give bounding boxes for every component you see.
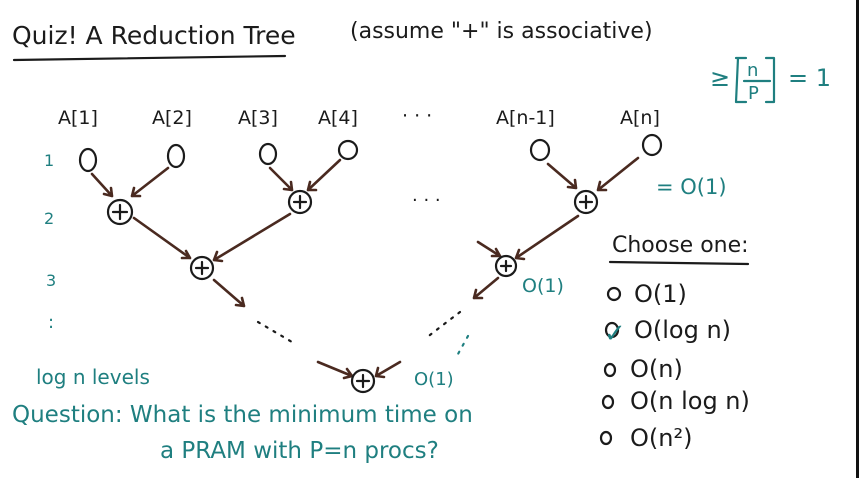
array-label-an: A[n] (620, 107, 660, 129)
plus-node-l2-1 (106, 198, 134, 226)
array-label-a2: A[2] (152, 107, 192, 129)
plus-node-l3-1 (189, 255, 215, 281)
choice-option-2[interactable]: ✓ O(log n) (604, 316, 731, 349)
array-label-a4: A[4] (318, 107, 358, 129)
level-label-dots: : (48, 312, 54, 333)
choice-label-1: O(1) (634, 280, 687, 308)
choice-label-2: O(log n) (634, 316, 731, 344)
choices-heading-underline (608, 260, 750, 266)
window-edge (856, 0, 859, 478)
leaf-node-2 (166, 143, 186, 169)
arrows-level1 (90, 156, 640, 198)
plus-node-root (350, 368, 376, 394)
plus-node-l2-2 (287, 189, 313, 215)
level-label-1: 1 (44, 151, 54, 170)
level2-ellipsis: · · · (412, 190, 441, 211)
level-label-2: 2 (44, 209, 54, 228)
plus-node-l3-2 (494, 254, 518, 278)
ceil-numerator: n (747, 60, 758, 81)
radio-button-5[interactable] (599, 430, 613, 446)
arrows-level2 (132, 212, 580, 263)
choice-option-3[interactable]: O(n) (603, 355, 683, 383)
array-label-a3: A[3] (238, 107, 278, 129)
arrows-level3 (212, 276, 500, 356)
level3-cost: O(1) (522, 275, 564, 297)
ceil-expression: ≥ n P = 1 (710, 56, 831, 104)
title-underline (12, 54, 287, 62)
level-label-3: 3 (46, 271, 56, 290)
choice-option-1[interactable]: O(1) (606, 280, 687, 308)
check-mark-icon: ✓ (604, 319, 626, 349)
ceil-result: = 1 (788, 64, 831, 92)
choice-label-5: O(n²) (630, 424, 692, 452)
choice-option-4[interactable]: O(n log n) (601, 387, 750, 415)
leaf-node-n (641, 133, 663, 157)
choices-heading: Choose one: (612, 233, 749, 258)
leaf-node-n1 (529, 138, 551, 162)
array-label-an1: A[n-1] (496, 107, 555, 129)
choice-label-4: O(n log n) (630, 387, 750, 415)
choice-label-3: O(n) (630, 355, 683, 383)
radio-button-3[interactable] (603, 362, 617, 378)
array-label-ellipsis: · · · (402, 105, 432, 127)
log-levels-label: log n levels (36, 365, 150, 389)
ge-symbol: ≥ (710, 64, 730, 92)
question-line-2: a PRAM with P=n procs? (160, 438, 439, 464)
quiz-title: Quiz! A Reduction Tree (12, 21, 296, 50)
radio-button-1[interactable] (606, 286, 622, 302)
question-line-1: Question: What is the minimum time on (12, 402, 473, 428)
arrows-root (316, 360, 402, 380)
choice-option-5[interactable]: O(n²) (599, 424, 692, 452)
root-cost: O(1) (414, 369, 454, 390)
radio-button-4[interactable] (601, 394, 615, 410)
assumption-note: (assume "+" is associative) (350, 19, 653, 44)
array-label-a1: A[1] (58, 107, 98, 129)
leaf-node-3 (258, 142, 278, 166)
leaf-node-4 (337, 139, 359, 161)
level1-cost: = O(1) (656, 175, 727, 199)
plus-node-l2-n (573, 189, 599, 215)
ceil-denominator: P (748, 83, 759, 104)
radio-button-2[interactable] (604, 321, 620, 339)
leaf-node-1 (78, 147, 98, 173)
